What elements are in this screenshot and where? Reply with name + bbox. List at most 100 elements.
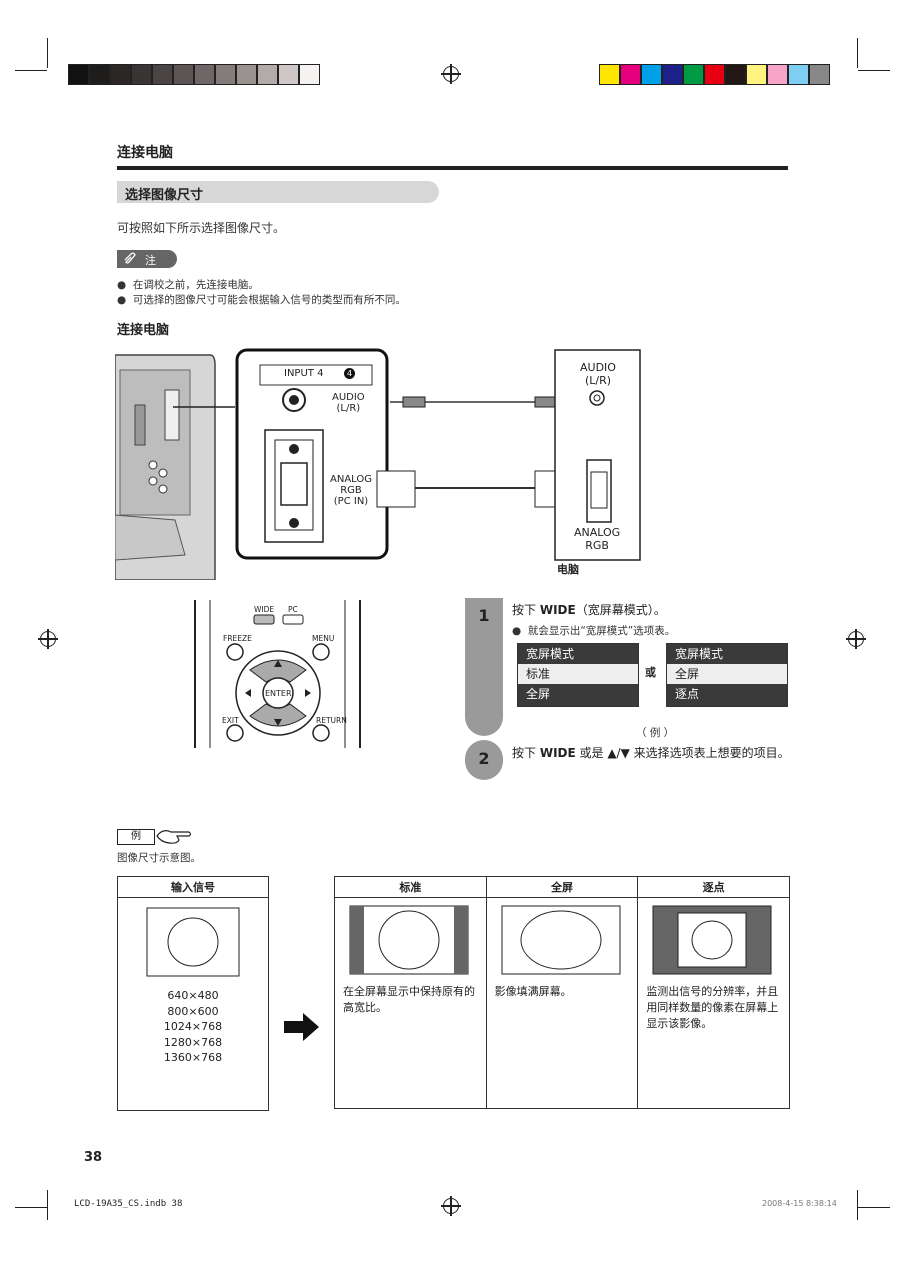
menu-item[interactable]: 全屏 xyxy=(526,687,551,701)
analog-rgb-pc-in-label: ANALOG RGB (PC IN) xyxy=(330,474,372,507)
note-badge: 注 xyxy=(117,250,177,268)
note-item: ● 可选择的图像尺寸可能会根据输入信号的类型而有所不同。 xyxy=(117,294,406,306)
step2-badge: 2 xyxy=(465,740,503,780)
modes-table: 标准 全屏 逐点 在全屏幕显示中保持原有的高宽比。 影像填满屏幕。 xyxy=(334,876,790,1109)
title-rule xyxy=(117,166,788,170)
resolution-item: 1024×768 xyxy=(163,1020,223,1033)
note-text: 可选择的图像尺寸可能会根据输入信号的类型而有所不同。 xyxy=(132,294,406,306)
menu-title: 宽屏模式 xyxy=(675,647,724,661)
mode-desc: 在全屏幕显示中保持原有的高宽比。 xyxy=(343,985,475,1014)
intro-text: 可按照如下所示选择图像尺寸。 xyxy=(117,221,286,235)
screen-43-icon xyxy=(146,907,240,977)
mode-cell: 监测出信号的分辨率，并且用同样数量的像素在屏幕上显示该影像。 xyxy=(637,897,790,1109)
resolution-item: 1360×768 xyxy=(163,1051,223,1064)
input4-label: INPUT 4 xyxy=(284,368,324,379)
color-swatch xyxy=(641,64,662,85)
mode-desc: 监测出信号的分辨率，并且用同样数量的像素在屏幕上显示该影像。 xyxy=(646,985,779,1030)
color-swatch xyxy=(215,64,236,85)
crop-mark xyxy=(47,1190,48,1220)
pointing-hand-icon xyxy=(156,830,192,844)
color-swatch xyxy=(194,64,215,85)
color-swatch xyxy=(788,64,809,85)
screen-normal-icon xyxy=(349,905,469,975)
mode-desc: 影像填满屏幕。 xyxy=(494,985,572,998)
footer-date: 2008-4-15 8:38:14 xyxy=(762,1199,837,1208)
arrow-right-icon xyxy=(284,1013,319,1041)
return-button-label: RETURN xyxy=(316,716,347,725)
step2-wide: WIDE xyxy=(539,746,576,760)
step1-number: 1 xyxy=(478,606,490,625)
exit-button-label: EXIT xyxy=(222,716,239,725)
crop-mark xyxy=(857,1190,858,1220)
subsection-title: 选择图像尺寸 xyxy=(117,181,439,203)
step1-bullet: ● 就会显示出“宽屏模式”选项表。 xyxy=(512,625,676,637)
wide-mode-menu-full: 宽屏模式 全屏 逐点 xyxy=(666,643,788,707)
registration-mark xyxy=(38,629,58,649)
remote-control xyxy=(194,600,361,748)
paperclip-icon xyxy=(124,252,136,264)
color-swatch xyxy=(152,64,173,85)
screen-dot-by-dot-icon xyxy=(652,905,772,975)
resolution-item: 1280×768 xyxy=(163,1035,223,1049)
color-swatch xyxy=(683,64,704,85)
step2-text: 按下 WIDE 或是 ▲/▼ 来选择选项表上想要的项目。 xyxy=(512,745,792,761)
menu-title: 宽屏模式 xyxy=(526,647,575,661)
pc-audio-label: AUDIO (L/R) xyxy=(580,361,616,387)
mode-header: 标准 xyxy=(334,876,487,898)
step1-wide: WIDE xyxy=(539,603,576,617)
color-swatch xyxy=(110,64,131,85)
menu-button-label: MENU xyxy=(312,634,335,643)
pc-label: 电脑 xyxy=(557,563,579,576)
process-color-bar xyxy=(599,64,830,85)
pc-button-label: PC xyxy=(288,605,298,614)
step1-bullet-text: 就会显示出“宽屏模式”选项表。 xyxy=(527,625,676,637)
enter-button-label: ENTER xyxy=(265,689,292,698)
mode-cell: 在全屏幕显示中保持原有的高宽比。 xyxy=(334,897,487,1109)
screen-full-icon xyxy=(501,905,621,975)
example-tag: 例 xyxy=(117,829,155,845)
crop-mark xyxy=(15,1207,47,1208)
color-swatch xyxy=(278,64,299,85)
example-caption-text: 图像尺寸示意图。 xyxy=(117,852,201,864)
color-swatch xyxy=(173,64,194,85)
color-swatch xyxy=(746,64,767,85)
input4-badge: 4 xyxy=(344,368,355,379)
color-swatch xyxy=(809,64,830,85)
note-text: 在调校之前，先连接电脑。 xyxy=(132,279,259,291)
mode-header: 逐点 xyxy=(637,876,790,898)
step2-number: 2 xyxy=(478,749,490,768)
color-swatch xyxy=(68,64,89,85)
wide-mode-menu-standard: 宽屏模式 标准 全屏 xyxy=(517,643,639,707)
color-swatch xyxy=(599,64,620,85)
color-swatch xyxy=(236,64,257,85)
registration-mark xyxy=(441,1196,461,1216)
step1-post: （宽屏幕模式）。 xyxy=(575,603,666,617)
crop-mark xyxy=(47,38,48,68)
subsection-title-text: 选择图像尺寸 xyxy=(125,188,204,203)
input-header: 输入信号 xyxy=(117,876,269,898)
color-swatch xyxy=(725,64,746,85)
mode-cell: 影像填满屏幕。 xyxy=(485,897,639,1109)
or-label: 或 xyxy=(645,666,656,679)
page-number: 38 xyxy=(84,1150,103,1165)
menu-item[interactable]: 标准 xyxy=(518,664,638,684)
color-swatch xyxy=(257,64,278,85)
color-swatch xyxy=(767,64,788,85)
connect-title: 连接电脑 xyxy=(117,323,170,338)
note-item: ● 在调校之前，先连接电脑。 xyxy=(117,279,259,291)
menu-item[interactable]: 逐点 xyxy=(675,687,700,701)
pc-analog-rgb-label: ANALOG RGB xyxy=(574,526,621,552)
step2-post: 或是 ▲/▼ 来选择选项表上想要的项目。 xyxy=(575,746,790,760)
registration-mark xyxy=(441,64,461,84)
mode-header: 全屏 xyxy=(485,876,639,898)
step1-badge: 1 xyxy=(465,598,503,736)
step1-pre: 按下 xyxy=(512,603,540,617)
crop-mark xyxy=(15,70,47,71)
menu-item[interactable]: 全屏 xyxy=(667,664,787,684)
gray-color-bar xyxy=(68,64,320,85)
example-caption: （ 例 ） xyxy=(636,727,675,739)
resolution-item: 800×600 xyxy=(167,1004,219,1018)
